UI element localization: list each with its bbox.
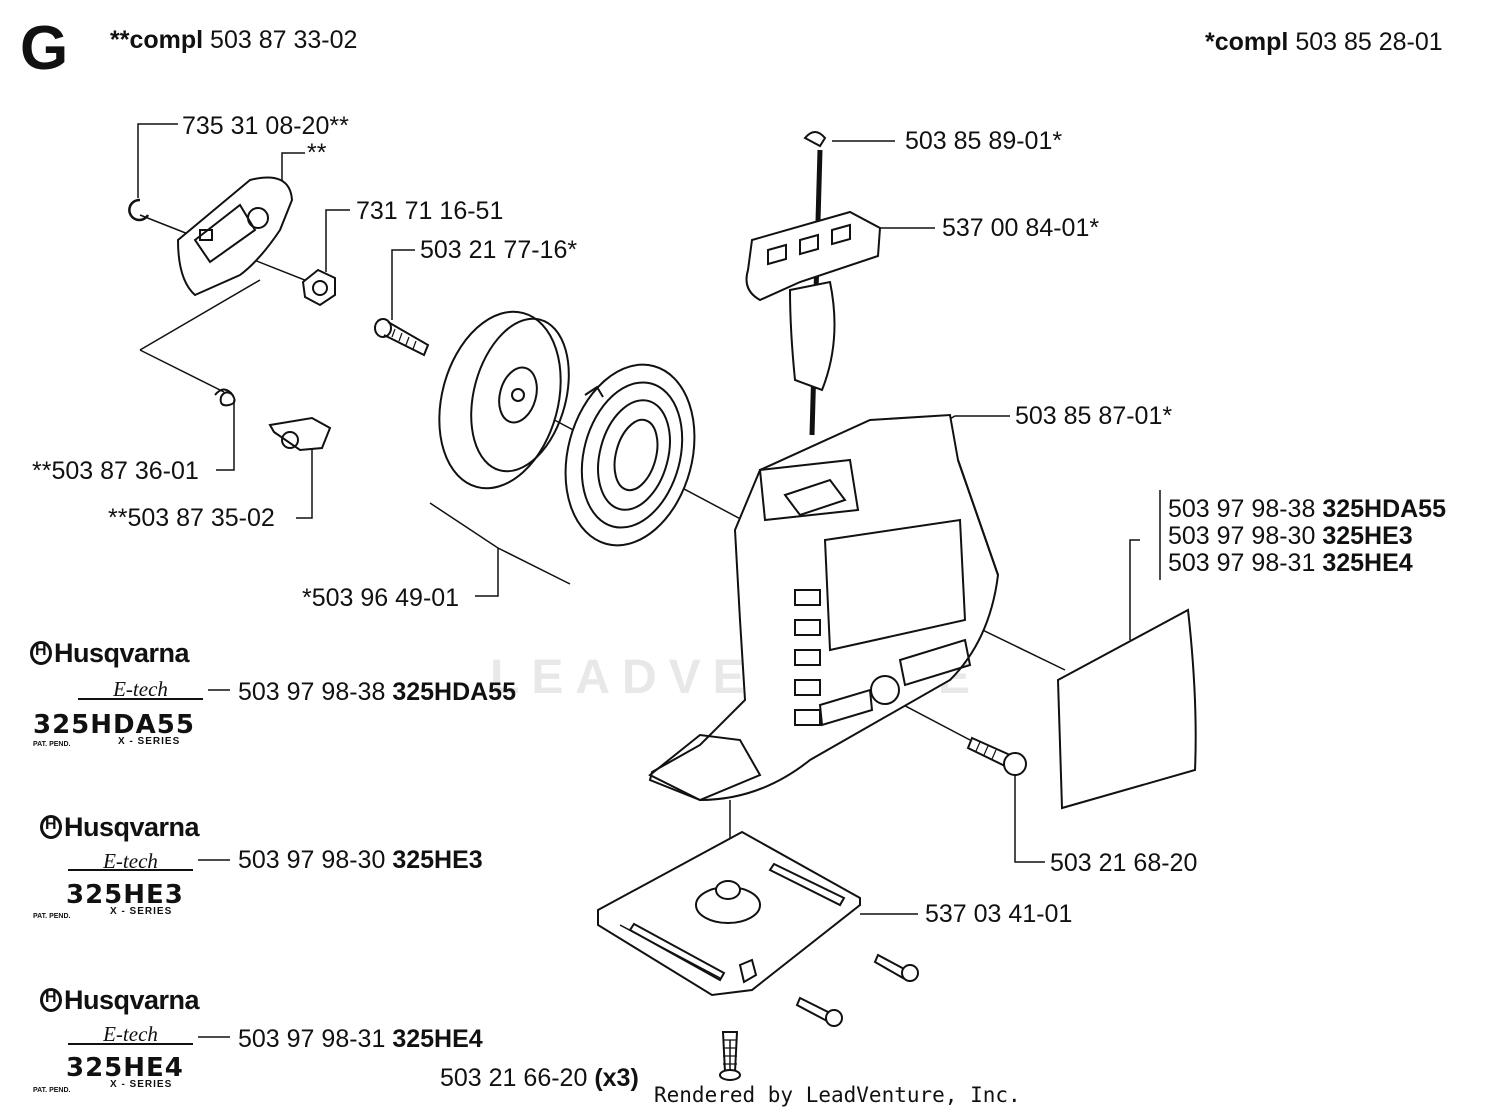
pat-pend: PAT. PEND.	[33, 913, 71, 920]
husqvarna-logo: Husqvarna	[30, 638, 190, 668]
pat-pend: PAT. PEND.	[33, 741, 71, 748]
decal-list-item: 503 97 98-38 325HDA55	[1168, 497, 1446, 522]
pawl-spring-part	[214, 388, 236, 407]
brand-callout-model: 325HE4	[392, 1025, 483, 1053]
plate-screw-3	[719, 1031, 741, 1081]
model-badge: 325HE3	[66, 880, 184, 910]
husqvarna-logo: Husqvarna	[40, 812, 200, 842]
etech-tag: E-tech	[113, 677, 168, 701]
husqvarna-crown-icon	[40, 988, 62, 1012]
decal-list-model: 325HE4	[1322, 549, 1413, 577]
base-plate-part	[597, 830, 861, 997]
callout-503-21-66-20-qty: (x3)	[594, 1064, 639, 1092]
decal-list-model: 325HE3	[1322, 522, 1413, 550]
decal-list-number: 503 97 98-31	[1168, 549, 1316, 577]
starter-housing-part	[648, 413, 1000, 802]
brand-callout-number: 503 97 98-31	[238, 1025, 386, 1053]
brand-callout-model: 325HE3	[392, 846, 483, 874]
plate-screw-2	[795, 996, 843, 1027]
callout-double-asterisk: **	[307, 139, 327, 167]
header-right-prefix: *compl	[1205, 28, 1289, 56]
brand-callout-number: 503 97 98-30	[238, 846, 386, 874]
render-credit: Rendered by LeadVenture, Inc.	[654, 1083, 1021, 1107]
series-label: X - SERIES	[110, 906, 173, 917]
model-badge: 325HDA55	[33, 710, 195, 740]
brand-name: Husqvarna	[64, 812, 200, 842]
bolt-part-right	[966, 736, 1027, 776]
brand-name: Husqvarna	[54, 638, 190, 668]
recoil-spring-part	[564, 363, 696, 547]
etech-underline	[68, 869, 193, 871]
header-right-number: 503 85 28-01	[1295, 28, 1443, 56]
starter-pulley-part	[438, 310, 570, 490]
callout-537-00-84-01: 537 00 84-01*	[942, 214, 1100, 242]
clip-ring-part	[128, 198, 150, 222]
brand-callout-number: 503 97 98-38	[238, 678, 386, 706]
decal-list-model: 325HDA55	[1322, 495, 1446, 523]
brand-callout-model: 325HDA55	[392, 678, 516, 706]
callout-503-21-66-20-number: 503 21 66-20	[440, 1064, 588, 1092]
callout-503-87-35-02: **503 87 35-02	[108, 504, 275, 532]
callout-735-31-08-20: 735 31 08-20**	[182, 112, 349, 140]
brand-callout: 503 97 98-38 325HDA55	[238, 680, 516, 705]
series-label: X - SERIES	[118, 736, 181, 747]
section-letter: G	[20, 14, 69, 83]
decal-list-item: 503 97 98-30 325HE3	[1168, 524, 1413, 549]
nut-part	[301, 268, 336, 307]
model-badge: 325HE4	[66, 1053, 184, 1083]
husqvarna-crown-icon	[30, 641, 52, 665]
callout-503-96-49-01: *503 96 49-01	[302, 584, 460, 612]
decal-list-item: 503 97 98-31 325HE4	[1168, 551, 1413, 576]
etech-underline	[68, 1043, 193, 1045]
pat-pend: PAT. PEND.	[33, 1087, 71, 1094]
decal-list-number: 503 97 98-30	[1168, 522, 1316, 550]
callout-503-85-87-01: 503 85 87-01*	[1015, 402, 1173, 430]
brand-callout: 503 97 98-31 325HE4	[238, 1027, 483, 1052]
callout-503-21-66-20: 503 21 66-20 (x3)	[440, 1066, 639, 1091]
decal-panel-part	[1056, 608, 1197, 810]
callout-503-21-68-20: 503 21 68-20	[1050, 849, 1198, 877]
pawl-part	[268, 416, 332, 452]
brand-name: Husqvarna	[64, 985, 200, 1015]
callout-503-85-89-01: 503 85 89-01*	[905, 127, 1063, 155]
etech-underline	[78, 698, 203, 700]
bolt-part-upper	[374, 318, 430, 357]
header-right: *compl 503 85 28-01	[1205, 30, 1443, 55]
callout-731-71-16-51: 731 71 16-51	[356, 197, 504, 225]
series-label: X - SERIES	[110, 1079, 173, 1090]
callout-503-21-77-16: 503 21 77-16*	[420, 236, 578, 264]
header-left-number: 503 87 33-02	[210, 26, 358, 54]
header-left: **compl 503 87 33-02	[110, 28, 357, 53]
plate-screw-1	[873, 953, 919, 982]
decal-list-number: 503 97 98-38	[1168, 495, 1316, 523]
callout-503-87-36-01: **503 87 36-01	[32, 457, 199, 485]
header-left-prefix: **compl	[110, 26, 204, 54]
callout-537-03-41-01: 537 03 41-01	[925, 900, 1073, 928]
pawl-cover-part	[176, 176, 294, 297]
brand-callout: 503 97 98-30 325HE3	[238, 848, 483, 873]
husqvarna-crown-icon	[40, 815, 62, 839]
etech-tag: E-tech	[103, 1022, 158, 1046]
starter-handle-part	[745, 210, 882, 392]
husqvarna-logo: Husqvarna	[40, 985, 200, 1015]
